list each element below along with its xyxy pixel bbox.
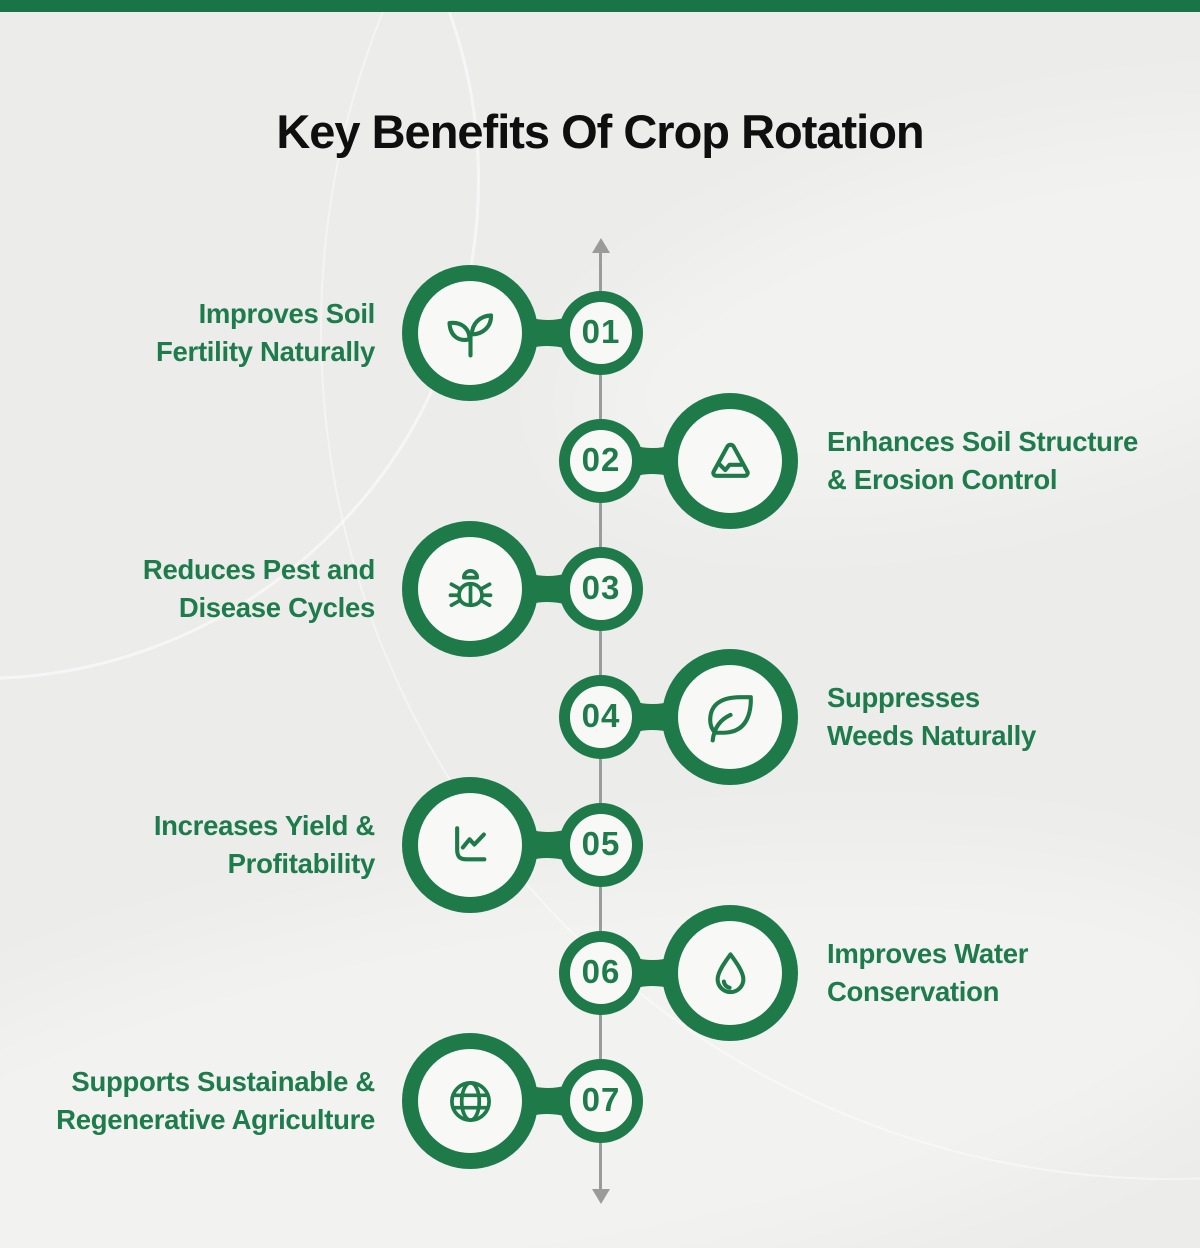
benefit-label: Supports Sustainable & Regenerative Agri… bbox=[56, 1066, 375, 1135]
step-number-badge: 02 bbox=[559, 419, 643, 503]
benefit-icon-circle bbox=[402, 265, 538, 401]
benefit-icon-circle bbox=[402, 521, 538, 657]
growth-chart-icon bbox=[454, 825, 486, 861]
bug-icon bbox=[448, 568, 492, 607]
top-accent-bar bbox=[0, 0, 1200, 12]
benefit-icon-circle bbox=[402, 777, 538, 913]
arrow-up-icon bbox=[592, 238, 610, 253]
benefit-label: Suppresses Weeds Naturally bbox=[827, 682, 1036, 751]
benefit-label: Enhances Soil Structure & Erosion Contro… bbox=[827, 426, 1138, 495]
benefit-icon-circle bbox=[662, 905, 798, 1041]
leaf-icon bbox=[707, 694, 753, 742]
seedling-icon bbox=[446, 312, 493, 357]
step-number-badge: 07 bbox=[559, 1059, 643, 1143]
benefit-label: Reduces Pest and Disease Cycles bbox=[142, 554, 375, 623]
step-number-badge: 06 bbox=[559, 931, 643, 1015]
mountain-icon bbox=[710, 442, 750, 478]
benefit-icon-circle bbox=[402, 1033, 538, 1169]
step-number-badge: 05 bbox=[559, 803, 643, 887]
benefit-label: Improves Soil Fertility Naturally bbox=[156, 298, 375, 367]
benefit-label: Increases Yield & Profitability bbox=[153, 810, 375, 879]
benefit-icon-circle bbox=[662, 393, 798, 529]
water-drop-icon bbox=[715, 951, 745, 994]
benefit-label: Improves Water Conservation bbox=[827, 938, 1029, 1007]
step-number-badge: 03 bbox=[559, 547, 643, 631]
step-number-badge: 04 bbox=[559, 675, 643, 759]
benefit-icon-circle bbox=[662, 649, 798, 785]
step-number-badge: 01 bbox=[559, 291, 643, 375]
arrow-down-icon bbox=[592, 1189, 610, 1204]
page-title: Key Benefits Of Crop Rotation bbox=[276, 105, 924, 158]
globe-icon bbox=[449, 1080, 491, 1122]
